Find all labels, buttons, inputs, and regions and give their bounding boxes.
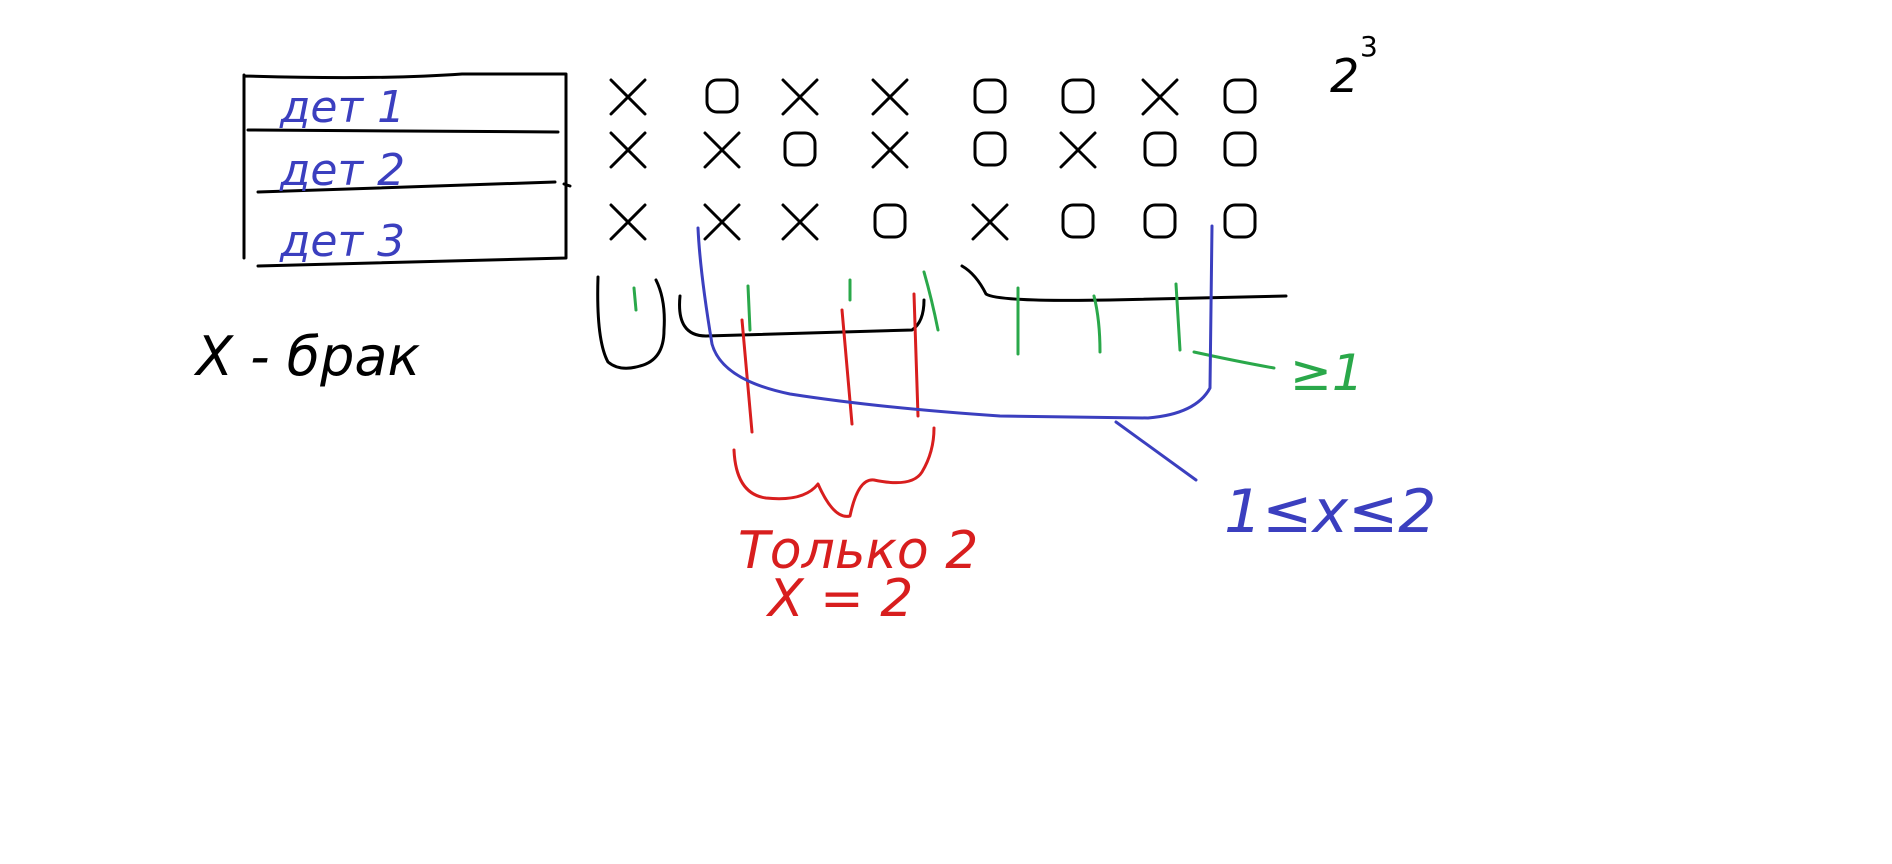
table-row-1: дет 1 [279, 82, 405, 133]
black-cup-1 [596, 275, 666, 370]
outcome-grid [609, 78, 1257, 241]
grid-cell-r3-c5-defect [971, 203, 1009, 241]
grid-cell-r3-c4-ok [873, 203, 907, 239]
red-line-3 [912, 292, 920, 418]
green-tick-4 [922, 270, 940, 332]
grid-cell-r1-c1-defect [609, 78, 647, 116]
grid-cell-r2-c3-ok [783, 131, 817, 167]
annotation-range: 1≤x≤2 [1224, 477, 1436, 547]
power-label: 2 3 [1330, 30, 1378, 103]
annotation-only-two: Только 2 [738, 521, 978, 581]
grid-cell-r1-c3-defect [781, 78, 819, 116]
annotation-at-least-one: ≥1 [1290, 344, 1364, 402]
green-arrow [1192, 350, 1276, 370]
grid-cell-r1-c7-defect [1141, 78, 1179, 116]
red-brace [732, 426, 936, 518]
red-line-1 [740, 318, 754, 434]
grid-cell-r2-c8-ok [1223, 131, 1257, 167]
grid-cell-r3-c1-defect [609, 203, 647, 241]
blue-brace [696, 224, 1214, 420]
grid-cell-r3-c2-defect [703, 203, 741, 241]
grid-cell-r2-c7-ok [1143, 131, 1177, 167]
table-row-2: дет 2 [279, 145, 405, 196]
black-brackets [596, 264, 1288, 370]
grid-cell-r1-c4-defect [871, 78, 909, 116]
blue-marks [696, 224, 1214, 482]
table-frame [242, 72, 572, 268]
grid-cell-r2-c1-defect [609, 131, 647, 169]
grid-cell-r3-c6-ok [1061, 203, 1095, 239]
grid-cell-r3-c8-ok [1223, 203, 1257, 239]
grid-cell-r1-c5-ok [973, 78, 1007, 114]
parts-table: дет 1 дет 2 дет 3 [242, 72, 572, 268]
power-exponent: 3 [1360, 30, 1378, 63]
grid-cell-r2-c6-defect [1059, 131, 1097, 169]
green-tick-6 [1092, 294, 1102, 354]
blue-pointer [1114, 420, 1198, 482]
green-tick-1 [632, 286, 638, 312]
power-base: 2 [1330, 49, 1359, 103]
grid-cell-r3-c3-defect [781, 203, 819, 241]
red-marks [732, 292, 936, 518]
grid-cell-r1-c2-ok [705, 78, 739, 114]
grid-cell-r2-c5-ok [973, 131, 1007, 167]
green-tick-7 [1174, 282, 1182, 352]
grid-cell-r2-c4-defect [871, 131, 909, 169]
grid-cell-r2-c2-defect [703, 131, 741, 169]
green-marks [632, 270, 1276, 370]
red-line-2 [840, 308, 854, 426]
black-brace-1 [678, 294, 926, 338]
black-brace-2 [960, 264, 1288, 302]
grid-cell-r1-c6-ok [1061, 78, 1095, 114]
green-tick-2 [746, 284, 752, 332]
annotation-x-equals-two: X = 2 [765, 569, 913, 629]
grid-cell-r1-c8-ok [1223, 78, 1257, 114]
grid-cell-r3-c7-ok [1143, 203, 1177, 239]
table-row-3: дет 3 [279, 216, 405, 267]
legend-defect: X - брак [193, 325, 420, 388]
